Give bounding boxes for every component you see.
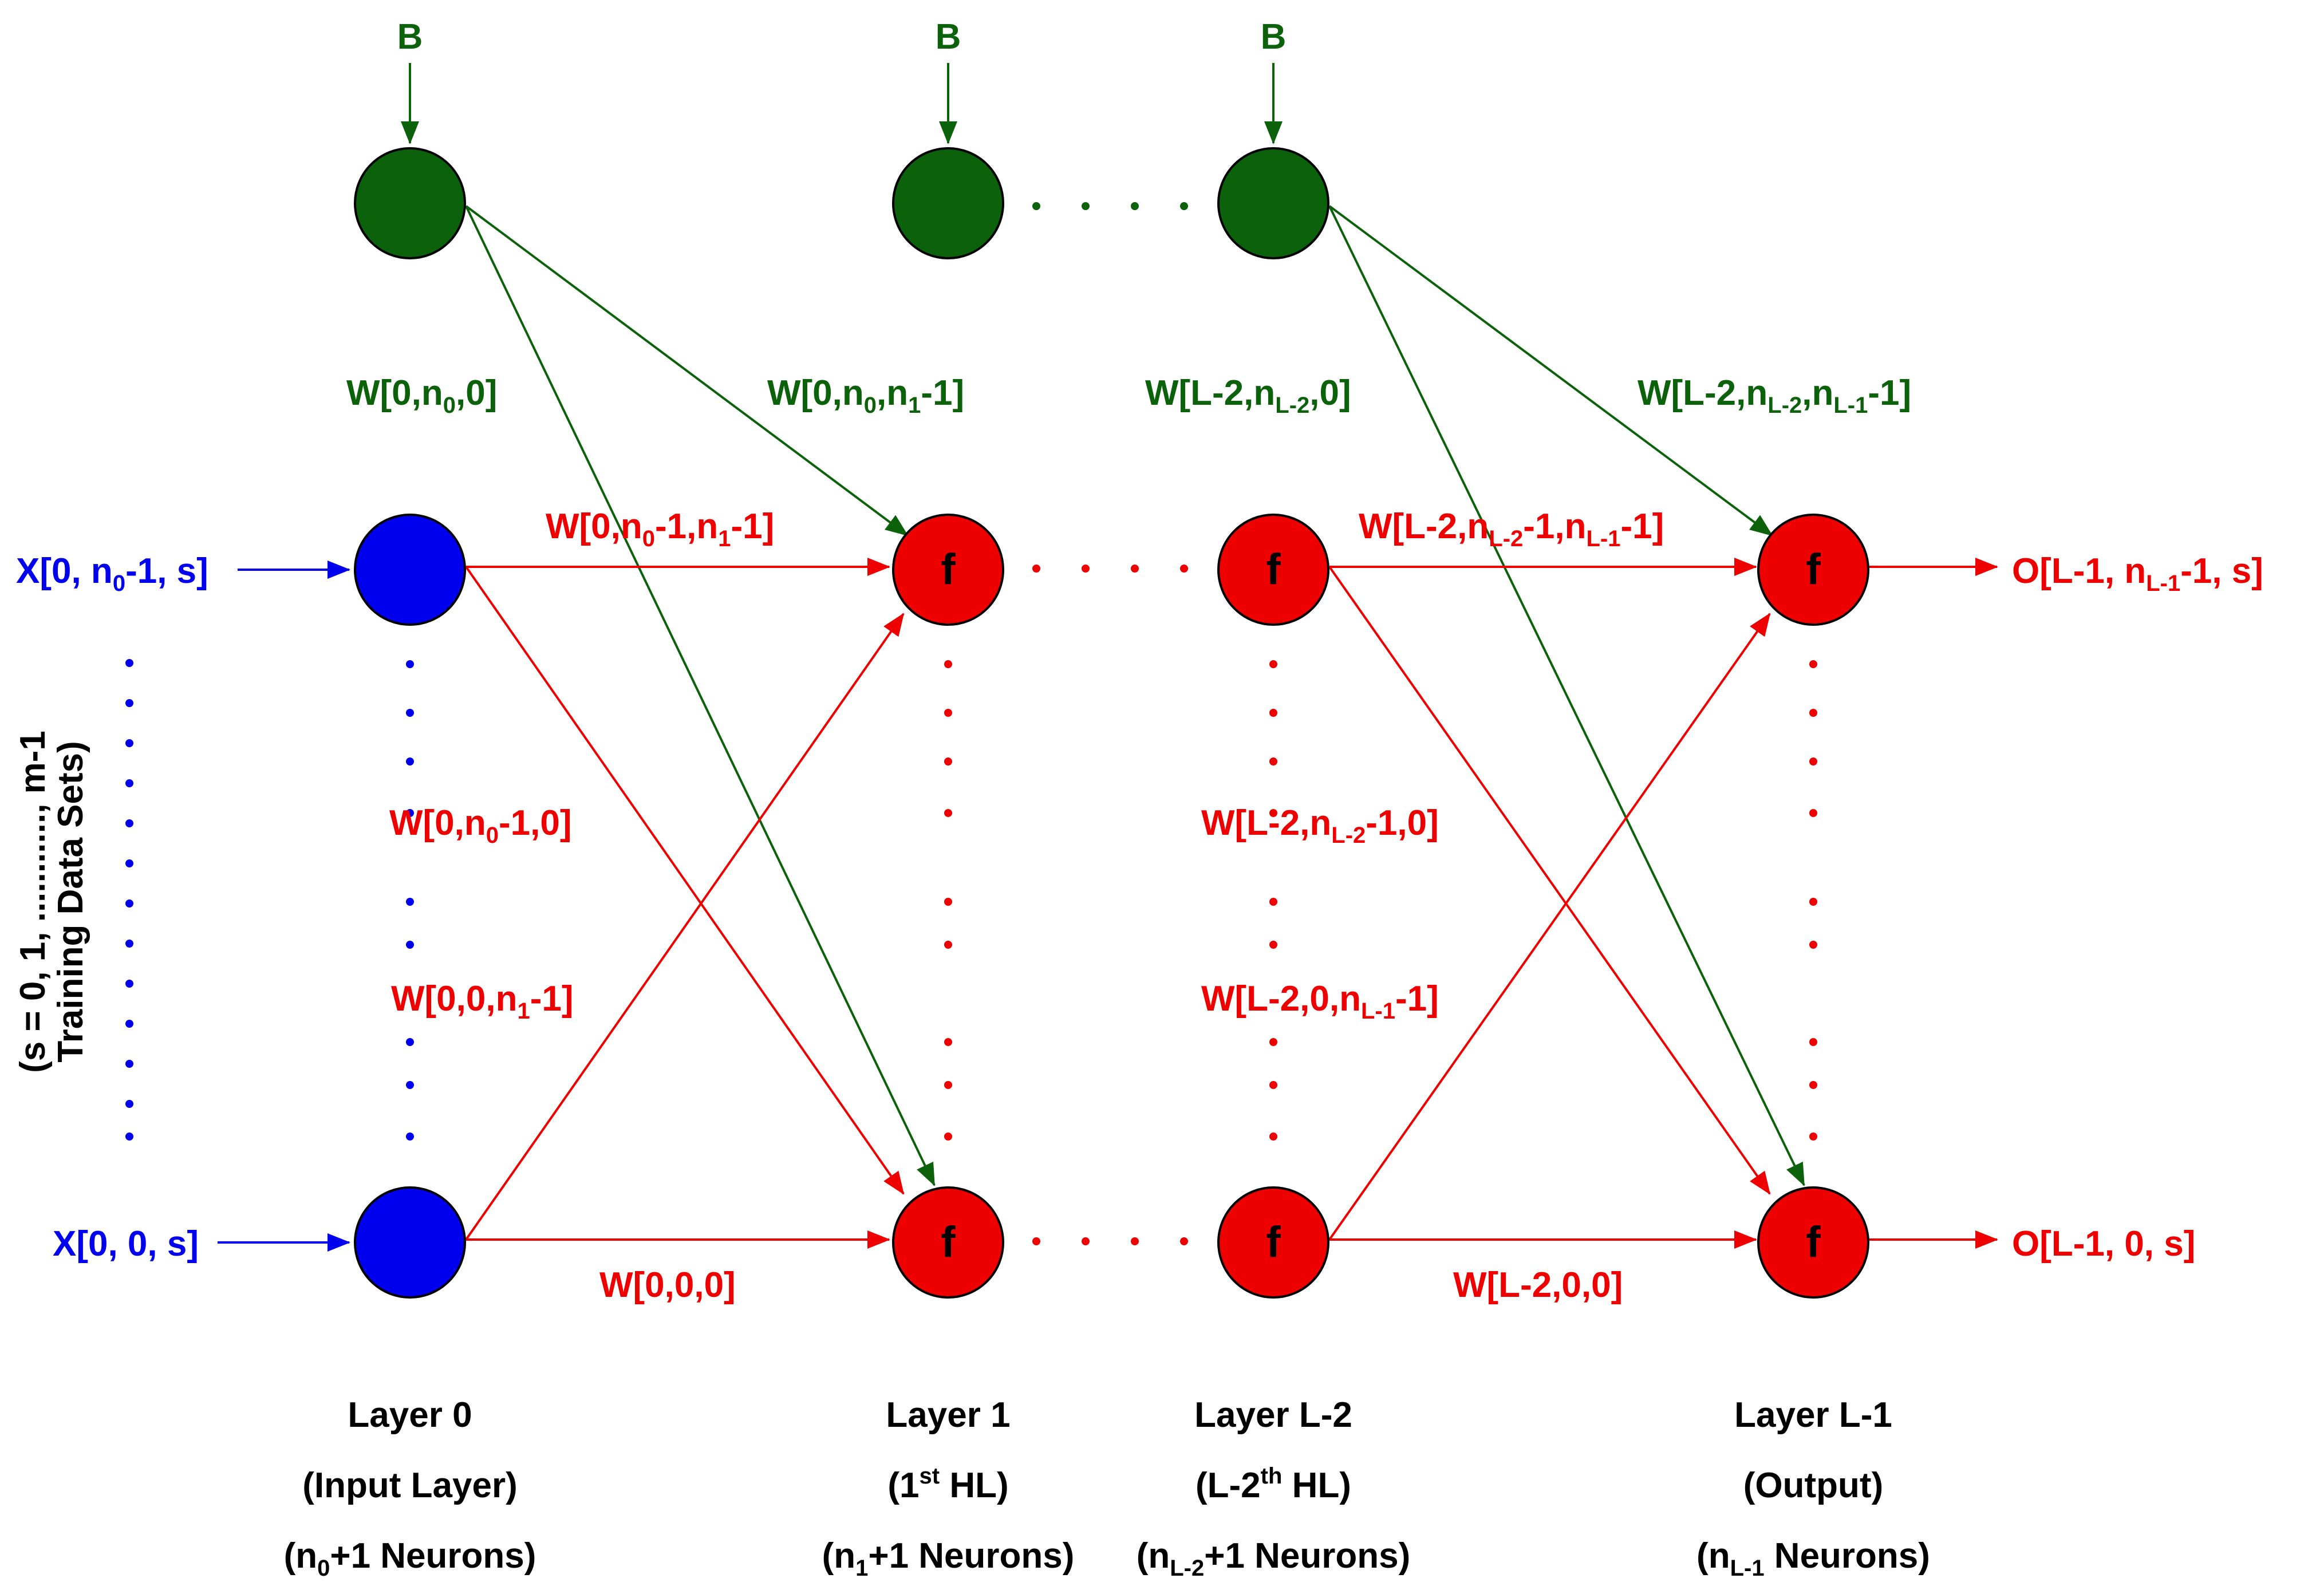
biasl2-to-out-top	[1328, 205, 1773, 536]
layer-desc: (L-2th HL)	[1195, 1463, 1351, 1505]
weight-bias-right-b: W[L-2,nL-2,nL-1-1]	[1638, 373, 1911, 418]
ellipsis-dots	[125, 202, 1817, 1245]
training-data-line1: (s = 0, 1, ..........., m-1	[13, 731, 53, 1073]
bias-label-0: B	[397, 17, 423, 57]
layer-desc: (Output)	[1743, 1466, 1883, 1505]
output-label-bottom: O[L-1, 0, s]	[2012, 1224, 2195, 1264]
input-label-top: X[0, n0-1, s]	[16, 551, 208, 596]
layer-name: Layer L-1	[1734, 1395, 1892, 1435]
layer-captions: Layer 0 (Input Layer) (n0+1 Neurons) Lay…	[284, 1395, 1930, 1581]
bias-arrows	[401, 63, 1283, 144]
bias-node-layer0	[354, 147, 466, 259]
input-label-bottom: X[0, 0, s]	[53, 1224, 199, 1264]
l2-node-top	[1217, 514, 1329, 626]
weight-l0-bottom-top: W[0,0,n1-1]	[391, 979, 573, 1024]
weight-l2-top-top: W[L-2,nL-2-1,nL-1-1]	[1359, 507, 1664, 551]
bias-label-l2: B	[1261, 17, 1287, 57]
out-node-top	[1757, 514, 1869, 626]
bias0-to-l1-top	[465, 205, 909, 536]
green-bias-connections	[465, 205, 1805, 1186]
layer-count: (n1+1 Neurons)	[822, 1536, 1075, 1581]
activation-nodes	[892, 514, 1869, 1299]
weight-l2-bottom-bottom: W[L-2,0,0]	[1453, 1265, 1623, 1305]
vertical-dots-layerl2	[1269, 660, 1277, 1141]
l2bottom-to-outtop	[1328, 613, 1771, 1241]
bias0-to-l1-bottom	[465, 206, 936, 1186]
vertical-dots-layer1	[944, 660, 952, 1141]
input-node-top	[354, 514, 466, 626]
l2-node-bottom	[1217, 1186, 1329, 1299]
bias-weight-labels: W[0,n0,0] W[0,n0,n1-1] W[L-2,nL-2,0] W[L…	[346, 373, 1911, 418]
f-label: f	[1266, 1218, 1281, 1266]
weight-l0-top-bottom: W[0,n0-1,0]	[389, 803, 571, 848]
f-label: f	[1806, 1218, 1821, 1266]
l0top-to-l1bottom	[465, 566, 905, 1195]
layer-caption-0: Layer 0 (Input Layer) (n0+1 Neurons)	[284, 1395, 536, 1581]
bias-nodes	[354, 147, 1329, 259]
layer-count: (n0+1 Neurons)	[284, 1536, 536, 1581]
layer-name: Layer 1	[886, 1395, 1010, 1435]
weight-l0-top-top: W[0,n0-1,n1-1]	[546, 507, 774, 551]
layer-count: (nL-2+1 Neurons)	[1137, 1536, 1411, 1581]
bias-node-layer1	[892, 147, 1004, 259]
bias-node-layerl2	[1217, 147, 1329, 259]
red-weight-connections	[465, 558, 1998, 1249]
f-label: f	[941, 1218, 956, 1266]
hidden-dots-bottom	[1032, 1237, 1188, 1245]
vertical-dots-layer0	[406, 660, 414, 1141]
weight-bias-left-a: W[0,n0,0]	[346, 373, 497, 418]
red-weight-labels: W[0,n0-1,n1-1] W[0,n0-1,0] W[0,0,n1-1] W…	[389, 507, 1664, 1305]
weight-l0-bottom-bottom: W[0,0,0]	[599, 1265, 736, 1305]
l1-node-bottom	[892, 1186, 1004, 1299]
training-data-line2: Training Data Sets)	[51, 741, 90, 1063]
biasl2-to-out-bottom	[1328, 206, 1805, 1186]
bias-dots	[1032, 202, 1188, 210]
output-label-top: O[L-1, nL-1-1, s]	[2012, 551, 2263, 596]
input-nodes	[354, 514, 466, 1299]
weight-bias-left-b: W[0,n0,n1-1]	[767, 373, 964, 418]
out-node-bottom	[1757, 1186, 1869, 1299]
layer-caption-l2: Layer L-2 (L-2th HL) (nL-2+1 Neurons)	[1137, 1395, 1411, 1581]
f-label: f	[1266, 545, 1281, 594]
f-label: f	[1806, 545, 1821, 594]
l1-node-top	[892, 514, 1004, 626]
layer-desc: (Input Layer)	[302, 1466, 517, 1505]
training-set-dots	[125, 659, 133, 1141]
training-data-label: (s = 0, 1, ..........., m-1 Training Dat…	[13, 731, 90, 1073]
layer-count: (nL-1 Neurons)	[1696, 1536, 1930, 1581]
input-arrows	[218, 561, 350, 1252]
bias-label-1: B	[936, 17, 961, 57]
weight-l2-top-bottom: W[L-2,nL-2-1,0]	[1201, 803, 1439, 848]
layer-name: Layer L-2	[1194, 1395, 1352, 1435]
layer-desc: (1st HL)	[887, 1463, 1008, 1505]
activation-labels: f f f f f f	[941, 545, 1821, 1266]
layer-caption-l1: Layer L-1 (Output) (nL-1 Neurons)	[1696, 1395, 1930, 1581]
input-node-bottom	[354, 1186, 466, 1299]
vertical-dots-output	[1809, 660, 1817, 1141]
weight-bias-right-a: W[L-2,nL-2,0]	[1145, 373, 1351, 418]
weight-l2-bottom-top: W[L-2,0,nL-1-1]	[1201, 979, 1439, 1024]
l0bottom-to-l1top	[465, 613, 905, 1241]
layer-caption-1: Layer 1 (1st HL) (n1+1 Neurons)	[822, 1395, 1075, 1581]
l2top-to-outbottom	[1328, 566, 1771, 1195]
layer-name: Layer 0	[348, 1395, 472, 1435]
hidden-dots-top	[1032, 565, 1188, 573]
f-label: f	[941, 545, 956, 594]
